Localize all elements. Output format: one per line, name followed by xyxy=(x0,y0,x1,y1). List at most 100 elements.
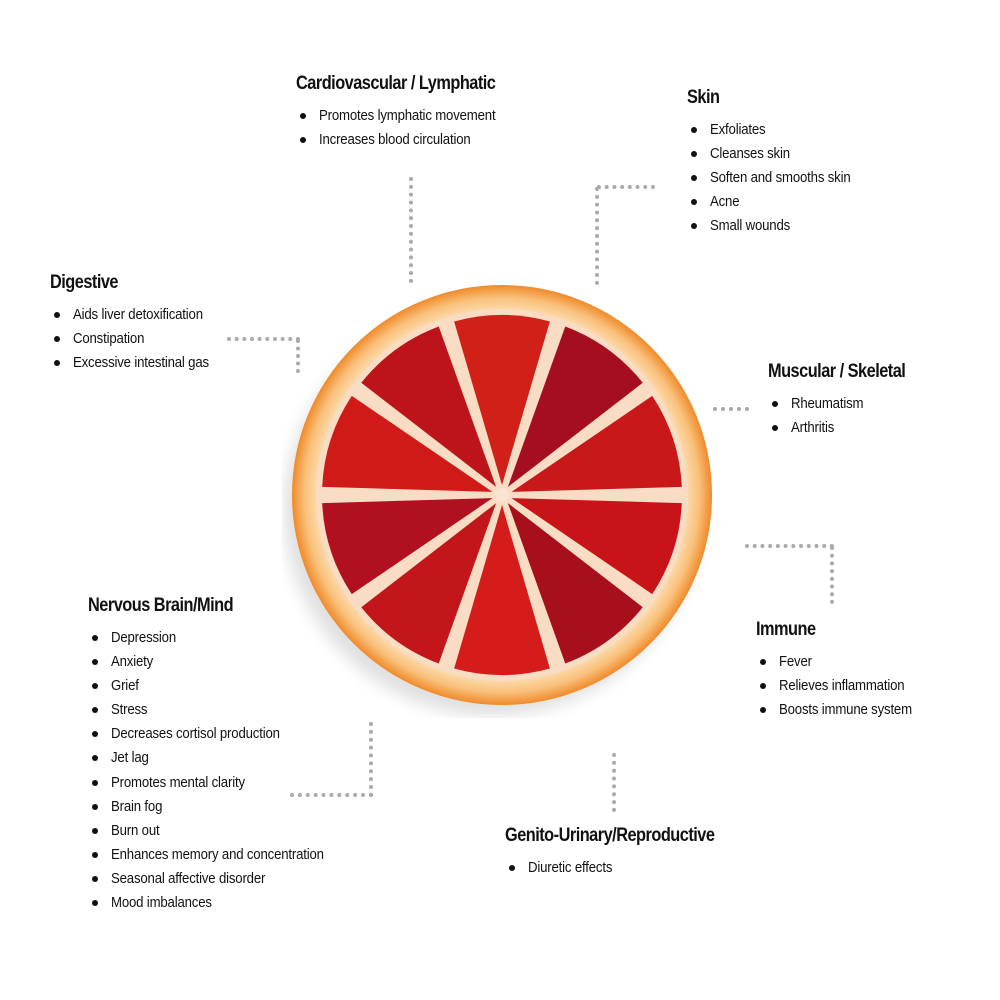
bullet-icon xyxy=(92,827,98,834)
list-item-text: Stress xyxy=(111,701,148,719)
section-heading: Digestive xyxy=(50,272,119,293)
list-item-text: Excessive intestinal gas xyxy=(73,354,209,372)
bullet-icon xyxy=(92,803,98,810)
connector-immune-v xyxy=(830,546,834,604)
connector-immune-h xyxy=(745,544,834,548)
list-item-text: Burn out xyxy=(111,821,160,839)
list-item: Relieves inflammation xyxy=(756,674,930,698)
list-item-text: Cleanses skin xyxy=(710,145,790,163)
list-item: Rheumatism xyxy=(768,392,928,416)
list-item: Acne xyxy=(687,190,870,214)
bullet-icon xyxy=(691,223,697,230)
orange-segment xyxy=(507,326,643,487)
list-item-text: Depression xyxy=(111,629,177,646)
list-item-text: Fever xyxy=(779,653,812,670)
connector-digestive-v xyxy=(296,339,300,373)
section-heading: Skin xyxy=(687,87,720,108)
list-item: Small wounds xyxy=(687,214,870,238)
connector-cardio xyxy=(409,177,413,283)
list-item: Enhances memory and concentration xyxy=(88,843,353,867)
orange-segment xyxy=(454,505,550,675)
list-item: Grief xyxy=(88,674,353,698)
bullet-icon xyxy=(54,360,60,367)
bullet-icon xyxy=(92,731,98,738)
bullet-icon xyxy=(300,137,306,144)
list-item-text: Small wounds xyxy=(710,217,791,235)
list-item-text: Enhances memory and concentration xyxy=(111,845,324,863)
list-item-text: Increases blood circulation xyxy=(319,131,471,149)
bullet-icon xyxy=(760,659,766,665)
orange-segment xyxy=(507,503,643,664)
list-item: Promotes mental clarity xyxy=(88,771,353,795)
orange-segment xyxy=(322,498,493,595)
list-item: Cleanses skin xyxy=(687,142,870,166)
bullet-list: Diuretic effects xyxy=(505,856,749,880)
bullet-icon xyxy=(92,659,98,666)
list-item: Diuretic effects xyxy=(505,856,749,880)
list-item: Mood imbalances xyxy=(88,891,353,915)
orange-segment xyxy=(361,503,497,664)
list-item: Stress xyxy=(88,698,353,722)
bullet-icon xyxy=(54,312,60,318)
orange-segment xyxy=(322,395,493,492)
list-item-text: Exfoliates xyxy=(710,121,766,138)
list-item-text: Decreases cortisol production xyxy=(111,725,280,743)
list-item-text: Promotes lymphatic movement xyxy=(319,107,496,124)
section-heading: Muscular / Skeletal xyxy=(768,361,906,382)
orange-segment xyxy=(511,498,682,595)
blood-orange-image xyxy=(284,285,712,716)
list-item: Fever xyxy=(756,650,930,674)
connector-nervous-v xyxy=(369,722,373,797)
list-item-text: Mood imbalances xyxy=(111,894,212,912)
bullet-icon xyxy=(772,425,778,432)
connector-digestive-h xyxy=(227,337,300,341)
list-item-text: Boosts immune system xyxy=(779,701,912,719)
orange-segment xyxy=(511,395,682,492)
orange-segment xyxy=(361,326,497,487)
bullet-icon xyxy=(760,683,766,690)
bullet-icon xyxy=(772,401,778,407)
connector-skin-v xyxy=(595,187,599,285)
bullet-icon xyxy=(92,683,98,690)
list-item-text: Brain fog xyxy=(111,797,163,815)
bullet-icon xyxy=(92,635,98,641)
section-heading: Cardiovascular / Lymphatic xyxy=(296,73,496,94)
bullet-icon xyxy=(300,113,306,119)
list-item-text: Grief xyxy=(111,677,139,695)
list-item: Brain fog xyxy=(88,795,353,819)
bullet-icon xyxy=(691,175,697,182)
list-item-text: Jet lag xyxy=(111,749,149,767)
list-item-text: Seasonal affective disorder xyxy=(111,869,266,887)
list-item: Boosts immune system xyxy=(756,698,930,722)
list-item: Aids liver detoxification xyxy=(50,303,227,327)
bullet-icon xyxy=(92,851,98,858)
list-item-text: Promotes mental clarity xyxy=(111,773,245,791)
section-heading: Immune xyxy=(756,619,816,640)
list-item: Excessive intestinal gas xyxy=(50,351,227,375)
list-item: Exfoliates xyxy=(687,118,870,142)
bullet-icon xyxy=(54,336,60,343)
connector-muscular xyxy=(713,407,749,411)
connector-genito xyxy=(612,753,616,812)
list-item-text: Diuretic effects xyxy=(528,859,613,876)
list-item: Burn out xyxy=(88,819,353,843)
bullet-icon xyxy=(691,151,697,158)
list-item-text: Aids liver detoxification xyxy=(73,306,203,323)
list-item: Decreases cortisol production xyxy=(88,722,353,746)
orange-segment xyxy=(454,315,550,485)
list-item: Anxiety xyxy=(88,650,353,674)
list-item-text: Anxiety xyxy=(111,653,154,671)
